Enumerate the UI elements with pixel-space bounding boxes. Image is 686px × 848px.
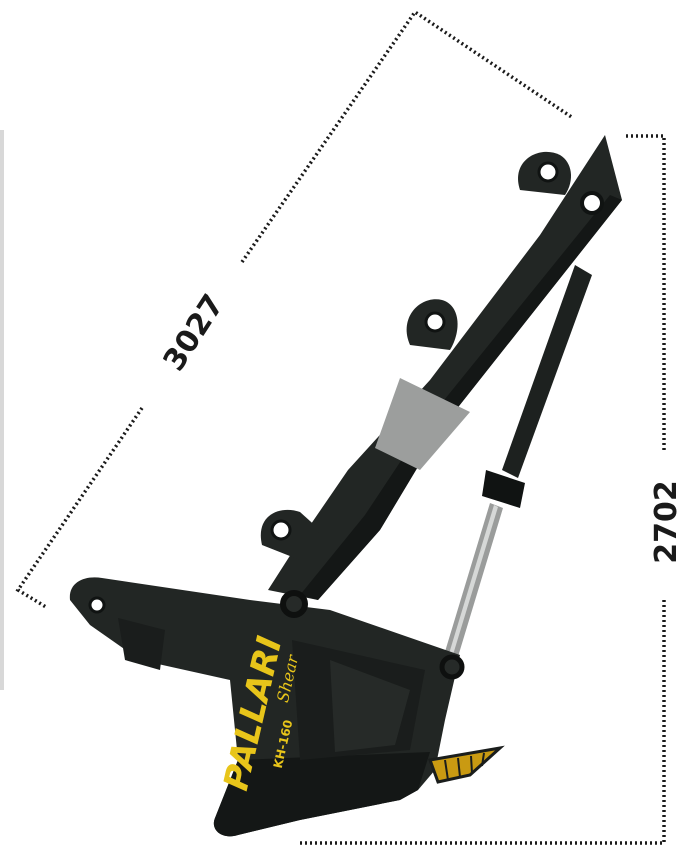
mid-lug-pin-icon xyxy=(424,311,446,333)
dimension-lines xyxy=(15,9,666,845)
main-pivot-pin-icon xyxy=(280,590,308,618)
cylinder-pin-icon xyxy=(439,654,465,680)
height-dimension-label: 2702 xyxy=(649,480,684,564)
shear-tooth-icon xyxy=(427,745,505,784)
head-lower-blade xyxy=(213,752,430,837)
height-dimension-line-lower xyxy=(298,600,666,845)
left-edge-mark xyxy=(0,130,4,690)
head-plate-inner xyxy=(330,660,410,752)
length-dimension-line-upper xyxy=(240,9,574,263)
head-left-pin-icon xyxy=(88,596,106,614)
cylinder-barrel xyxy=(502,265,592,478)
head-left-tab xyxy=(118,618,165,670)
upper-lug-pin-icon xyxy=(537,161,559,183)
cylinder-rod-highlight xyxy=(448,505,498,658)
arm-body xyxy=(268,135,622,600)
hydraulic-cylinder xyxy=(444,265,592,660)
tooth-serrations xyxy=(444,752,485,781)
arm-top-pin-icon xyxy=(580,191,604,215)
length-dimension-line-lower xyxy=(15,407,144,609)
arm-band xyxy=(375,378,470,470)
cylinder-collar xyxy=(482,470,525,508)
height-dimension-line-upper xyxy=(626,134,666,450)
arm-shadow xyxy=(300,195,622,600)
shear-head xyxy=(69,577,505,837)
arm-side-pin-icon xyxy=(270,519,292,541)
mounting-lugs xyxy=(406,151,572,350)
length-dimension-label: 3027 xyxy=(157,288,232,377)
main-arm xyxy=(260,135,622,600)
